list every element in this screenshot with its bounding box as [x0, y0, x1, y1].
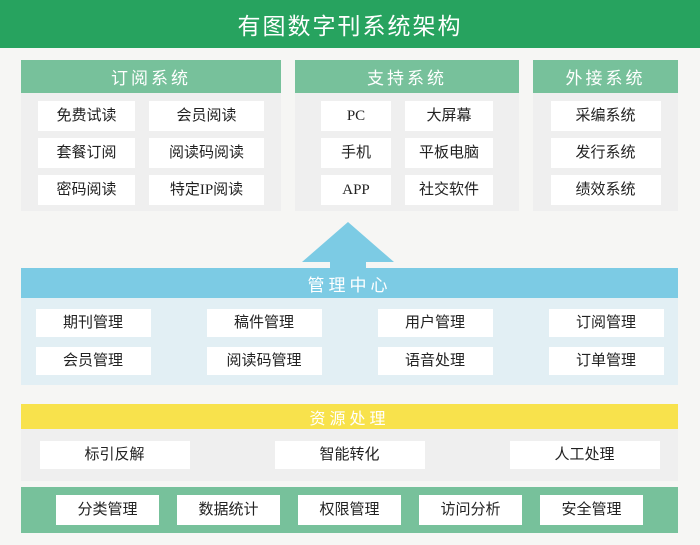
- chip-item[interactable]: 分类管理: [56, 495, 159, 525]
- panel-subscription-system: 订阅系统 免费试读 会员阅读 套餐订阅 阅读码阅读 密码阅读 特定IP阅读: [21, 60, 281, 211]
- page-title: 有图数字刊系统架构: [237, 14, 463, 39]
- chip-item[interactable]: 采编系统: [550, 101, 661, 131]
- chip-row: APP 社交软件: [295, 175, 519, 205]
- chip-item[interactable]: 阅读码管理: [206, 347, 322, 375]
- chip-row: 发行系统: [533, 138, 678, 168]
- management-center-title: 管理中心: [307, 275, 392, 295]
- diagram-title-bar: 有图数字刊系统架构: [0, 0, 700, 48]
- chip-item[interactable]: 用户管理: [377, 309, 493, 337]
- chip-item[interactable]: 阅读码阅读: [149, 138, 264, 168]
- chip-item[interactable]: 手机: [321, 138, 391, 168]
- chip-item[interactable]: 访问分析: [419, 495, 522, 525]
- chip-item[interactable]: 安全管理: [540, 495, 643, 525]
- management-center-header: 管理中心: [21, 268, 678, 298]
- chip-item[interactable]: 订阅管理: [548, 309, 664, 337]
- chip-item[interactable]: 权限管理: [298, 495, 401, 525]
- chip-row: 期刊管理 稿件管理 用户管理 订阅管理: [21, 309, 678, 337]
- chip-item[interactable]: APP: [321, 175, 391, 205]
- chip-item[interactable]: 会员管理: [35, 347, 151, 375]
- chip-item[interactable]: 平板电脑: [405, 138, 493, 168]
- chip-item[interactable]: 智能转化: [274, 441, 425, 469]
- panel-external-body: 采编系统 发行系统 绩效系统: [533, 93, 678, 218]
- chip-item[interactable]: 套餐订阅: [38, 138, 135, 168]
- chip-item[interactable]: 语音处理: [377, 347, 493, 375]
- panel-external-title: 外接系统: [565, 69, 646, 88]
- chip-item[interactable]: 会员阅读: [149, 101, 264, 131]
- panel-subscription-title: 订阅系统: [111, 69, 191, 88]
- chip-item[interactable]: 订单管理: [548, 347, 664, 375]
- chip-item[interactable]: 密码阅读: [38, 175, 135, 205]
- chip-item[interactable]: 发行系统: [550, 138, 661, 168]
- chip-row: 密码阅读 特定IP阅读: [21, 175, 281, 205]
- chip-item[interactable]: 大屏幕: [405, 101, 493, 131]
- chip-item[interactable]: 绩效系统: [550, 175, 661, 205]
- chip-item[interactable]: PC: [321, 101, 391, 131]
- upward-arrow-icon: [302, 222, 394, 270]
- panel-external-system: 外接系统 采编系统 发行系统 绩效系统: [533, 60, 678, 211]
- resource-processing-section: 资源处理 标引反解 智能转化 人工处理: [21, 404, 678, 481]
- panel-subscription-body: 免费试读 会员阅读 套餐订阅 阅读码阅读 密码阅读 特定IP阅读: [21, 93, 281, 218]
- chip-row: 绩效系统: [533, 175, 678, 205]
- chip-row: 免费试读 会员阅读: [21, 101, 281, 131]
- footer-services-bar: 分类管理 数据统计 权限管理 访问分析 安全管理: [21, 487, 678, 533]
- panel-subscription-header: 订阅系统: [21, 60, 281, 93]
- panel-support-title: 支持系统: [367, 69, 447, 88]
- resource-processing-body: 标引反解 智能转化 人工处理: [21, 429, 678, 481]
- chip-item[interactable]: 稿件管理: [206, 309, 322, 337]
- panel-support-body: PC 大屏幕 手机 平板电脑 APP 社交软件: [295, 93, 519, 218]
- panel-external-header: 外接系统: [533, 60, 678, 93]
- chip-row: 手机 平板电脑: [295, 138, 519, 168]
- chip-item[interactable]: 特定IP阅读: [149, 175, 264, 205]
- panel-support-system: 支持系统 PC 大屏幕 手机 平板电脑 APP 社交软件: [295, 60, 519, 211]
- chip-row: 采编系统: [533, 101, 678, 131]
- resource-processing-header: 资源处理: [21, 404, 678, 429]
- chip-item[interactable]: 免费试读: [38, 101, 135, 131]
- chip-row: 套餐订阅 阅读码阅读: [21, 138, 281, 168]
- chip-item[interactable]: 社交软件: [405, 175, 493, 205]
- chip-item[interactable]: 人工处理: [509, 441, 660, 469]
- management-center-section: 管理中心 期刊管理 稿件管理 用户管理 订阅管理 会员管理 阅读码管理 语音处理…: [21, 268, 678, 385]
- chip-item[interactable]: 标引反解: [39, 441, 190, 469]
- chip-item[interactable]: 数据统计: [177, 495, 280, 525]
- chip-item[interactable]: 期刊管理: [35, 309, 151, 337]
- management-center-body: 期刊管理 稿件管理 用户管理 订阅管理 会员管理 阅读码管理 语音处理 订单管理: [21, 298, 678, 385]
- resource-processing-title: 资源处理: [309, 410, 390, 428]
- panel-support-header: 支持系统: [295, 60, 519, 93]
- chip-row: 会员管理 阅读码管理 语音处理 订单管理: [21, 347, 678, 375]
- chip-row: PC 大屏幕: [295, 101, 519, 131]
